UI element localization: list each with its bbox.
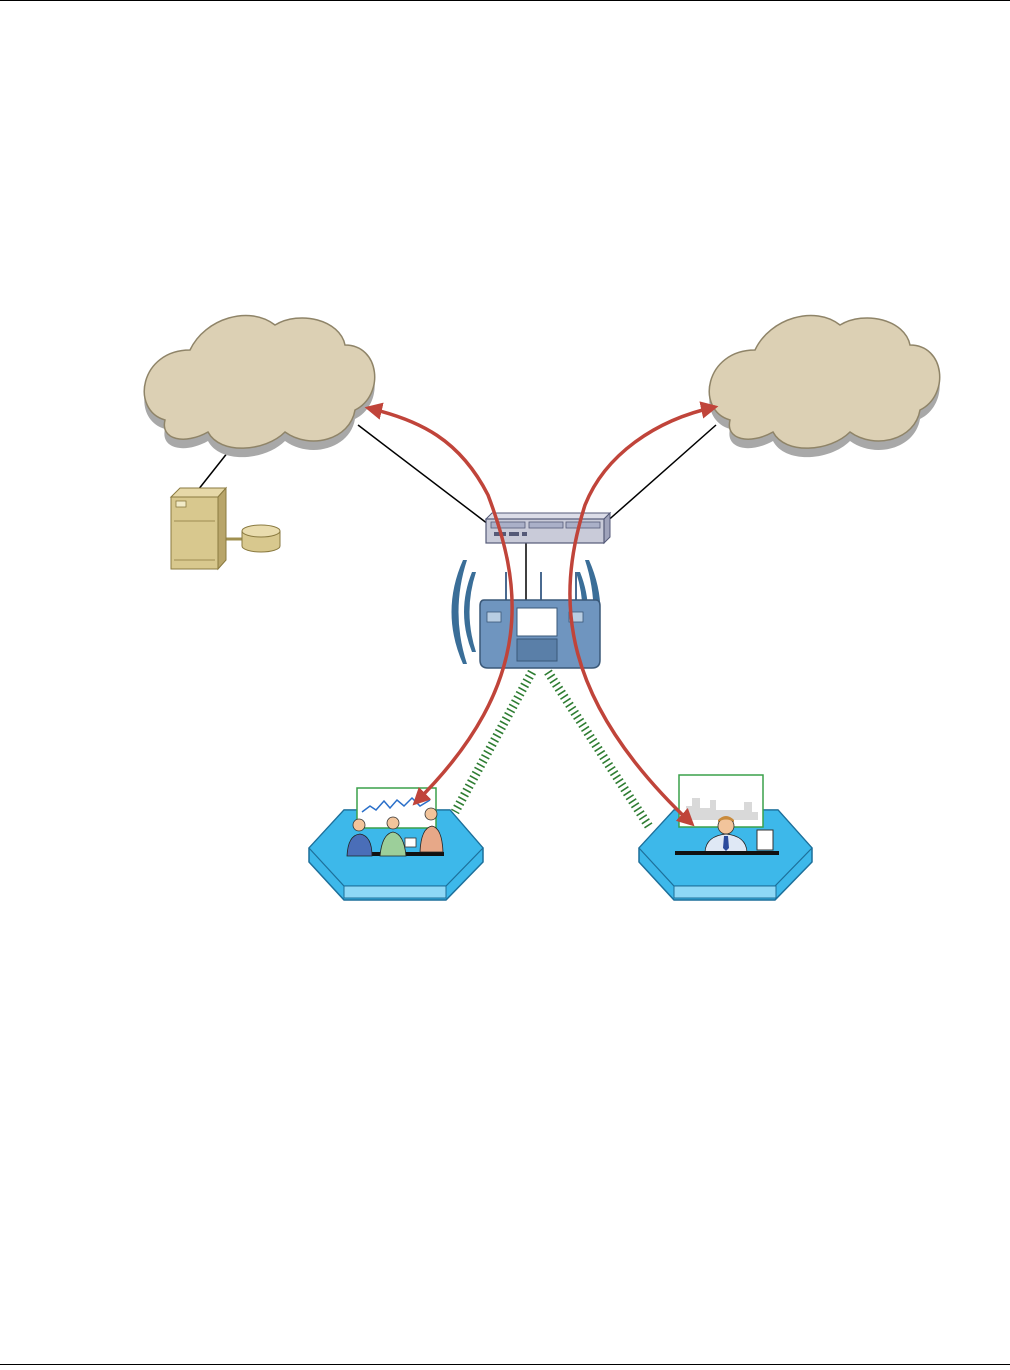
- wireless-link-office-desk: [548, 672, 650, 828]
- database-icon: [242, 525, 280, 552]
- network-switch-icon: [486, 513, 610, 543]
- desk-worker-icon: [639, 775, 812, 900]
- conference-room-icon: [309, 788, 483, 900]
- link-cloud-right-switch: [604, 425, 716, 524]
- server-tower-icon: [171, 488, 226, 569]
- wireless-links: [455, 672, 650, 828]
- cloud-icon: [709, 315, 939, 457]
- page-bottom-rule: [0, 1364, 1010, 1365]
- link-cloud-left-switch: [358, 425, 488, 524]
- cloud-icon: [144, 315, 374, 457]
